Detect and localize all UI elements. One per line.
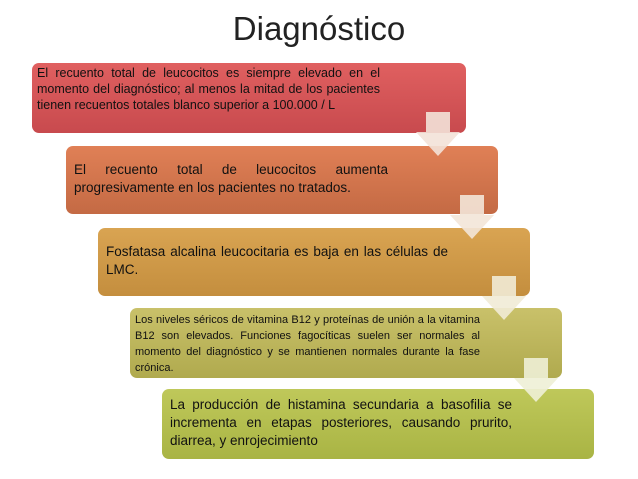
step-2-text: El recuento total de leucocitos aumenta … xyxy=(74,162,388,195)
down-arrow-icon xyxy=(416,112,460,156)
down-arrow-icon xyxy=(482,276,526,320)
step-1-box: El recuento total de leucocitos es siemp… xyxy=(32,63,466,133)
step-5-box: La producción de histamina secundaria a … xyxy=(162,389,594,459)
down-arrow-icon xyxy=(450,195,494,239)
step-4-box: Los niveles séricos de vitamina B12 y pr… xyxy=(130,308,562,378)
step-3-box: Fosfatasa alcalina leucocitaria es baja … xyxy=(98,228,530,296)
step-2-box: El recuento total de leucocitos aumenta … xyxy=(66,146,498,214)
down-arrow-icon xyxy=(514,358,558,402)
step-3-text: Fosfatasa alcalina leucocitaria es baja … xyxy=(106,244,448,277)
page-title: Diagnóstico xyxy=(232,10,406,47)
step-5-text: La producción de histamina secundaria a … xyxy=(170,397,512,448)
step-4-text: Los niveles séricos de vitamina B12 y pr… xyxy=(135,314,480,374)
step-1-text: El recuento total de leucocitos es siemp… xyxy=(37,66,380,112)
